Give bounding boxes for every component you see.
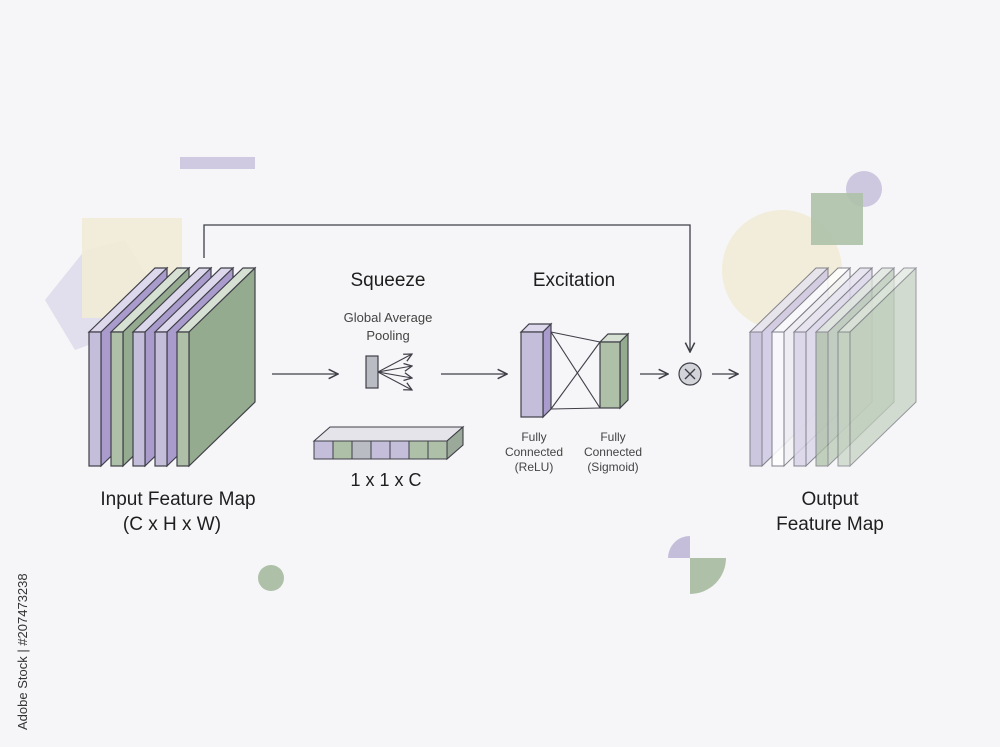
- channel-vector: [312, 425, 465, 461]
- vector-cell: [370, 440, 391, 460]
- fc2-label-line2: Connected: [584, 445, 642, 459]
- input-slice: [175, 266, 257, 468]
- decor-square-green: [811, 193, 863, 245]
- fully-connected-sigmoid: [598, 332, 630, 410]
- vector-cell: [389, 440, 410, 460]
- fc1-label-line1: Fully: [521, 430, 546, 444]
- vector-label: 1 x 1 x C: [350, 470, 421, 490]
- decor-dot-green: [258, 565, 284, 591]
- vector-cell: [313, 440, 334, 460]
- decor-half-green: [690, 558, 726, 594]
- pooling-label-line2: Pooling: [366, 328, 409, 343]
- vector-cell: [332, 440, 353, 460]
- input-title: Input Feature Map: [100, 489, 255, 510]
- fc-connections: [550, 331, 601, 410]
- global-average-pooling: [365, 354, 412, 390]
- excitation-title: Excitation: [533, 270, 615, 291]
- vector-cell: [427, 440, 448, 460]
- fc1-label-line3: (ReLU): [515, 460, 554, 474]
- fully-connected-relu: [519, 322, 553, 419]
- fc2-label-line3: (Sigmoid): [587, 460, 638, 474]
- skip-connection-arrow: [203, 224, 690, 352]
- vector-cell: [351, 440, 372, 460]
- stock-watermark: Adobe Stock | #207473238: [15, 573, 30, 730]
- output-slice: [836, 266, 918, 468]
- pooling-label-line1: Global Average: [344, 310, 433, 325]
- squeeze-title: Squeeze: [350, 270, 425, 291]
- output-feature-map: [748, 266, 918, 468]
- fc2-label-line1: Fully: [600, 430, 625, 444]
- decor-bar-purple: [180, 157, 255, 169]
- vector-cell: [408, 440, 429, 460]
- output-title-line1: Output: [801, 489, 859, 510]
- fc1-label-line2: Connected: [505, 445, 563, 459]
- input-dims: (C x H x W): [123, 514, 221, 535]
- multiply-icon: [678, 362, 702, 386]
- output-title-line2: Feature Map: [776, 514, 884, 535]
- input-feature-map: [87, 266, 257, 468]
- decor-quarter-purple: [668, 536, 690, 558]
